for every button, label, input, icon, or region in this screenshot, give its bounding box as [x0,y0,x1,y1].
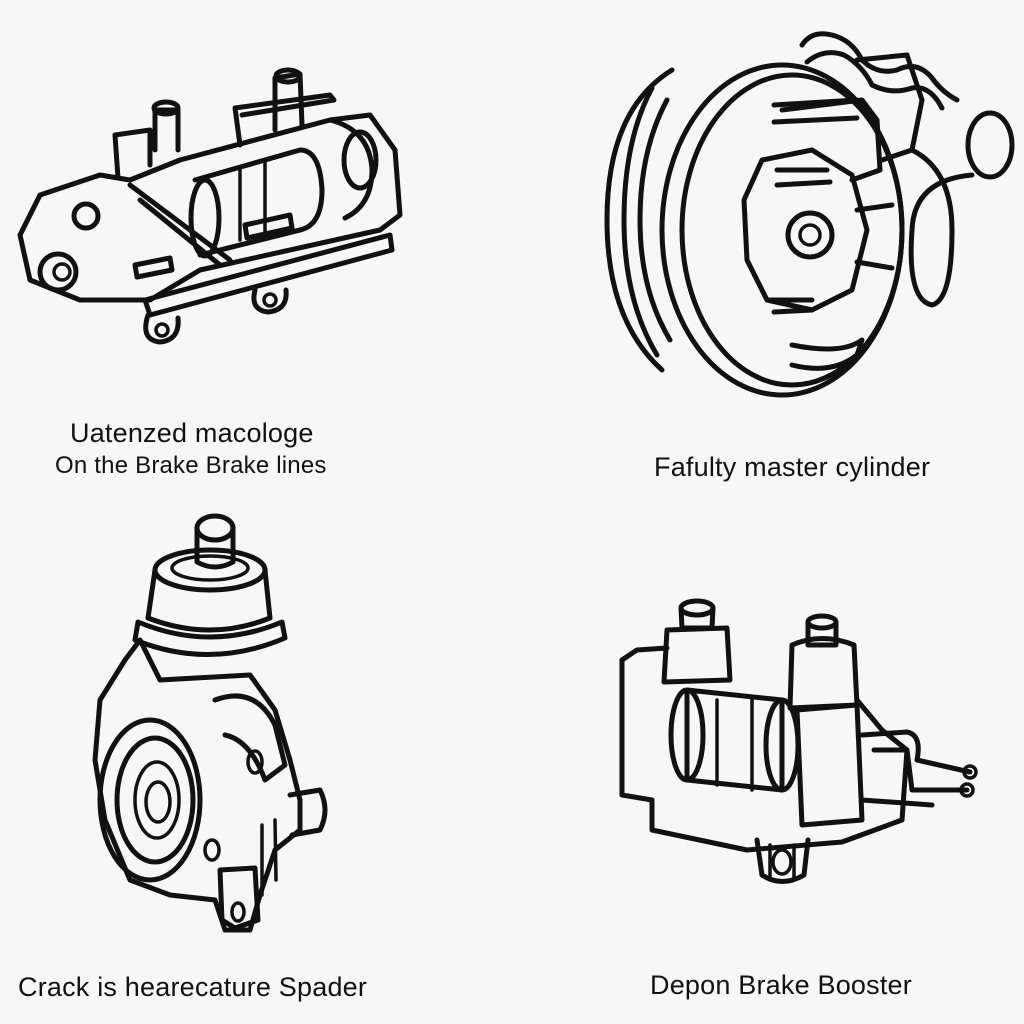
caption-line-2: On the Brake Brake lines [55,452,327,479]
panel-bottom-right: Depon Brake Booster [512,500,1024,1024]
caption-line-1: Uatenzed macologe [70,418,314,448]
brake-line-assembly-illustration [17,67,403,345]
panel-top-right: Fafulty master cylinder [512,0,1024,500]
caption-line-1: Depon Brake Booster [650,970,912,1000]
spindle-pulley-illustration [92,513,328,933]
master-cylinder-disc-illustration [604,31,1015,398]
caption-line-1: Fafulty master cylinder [654,452,931,482]
panel-bottom-left: Crack is hearecature Spader [0,500,512,1024]
caption-line-1: Crack is hearecature Spader [18,972,368,1002]
brake-booster-illustration [619,598,978,884]
panel-top-left: Uatenzed macologe On the Brake Brake lin… [0,0,512,500]
